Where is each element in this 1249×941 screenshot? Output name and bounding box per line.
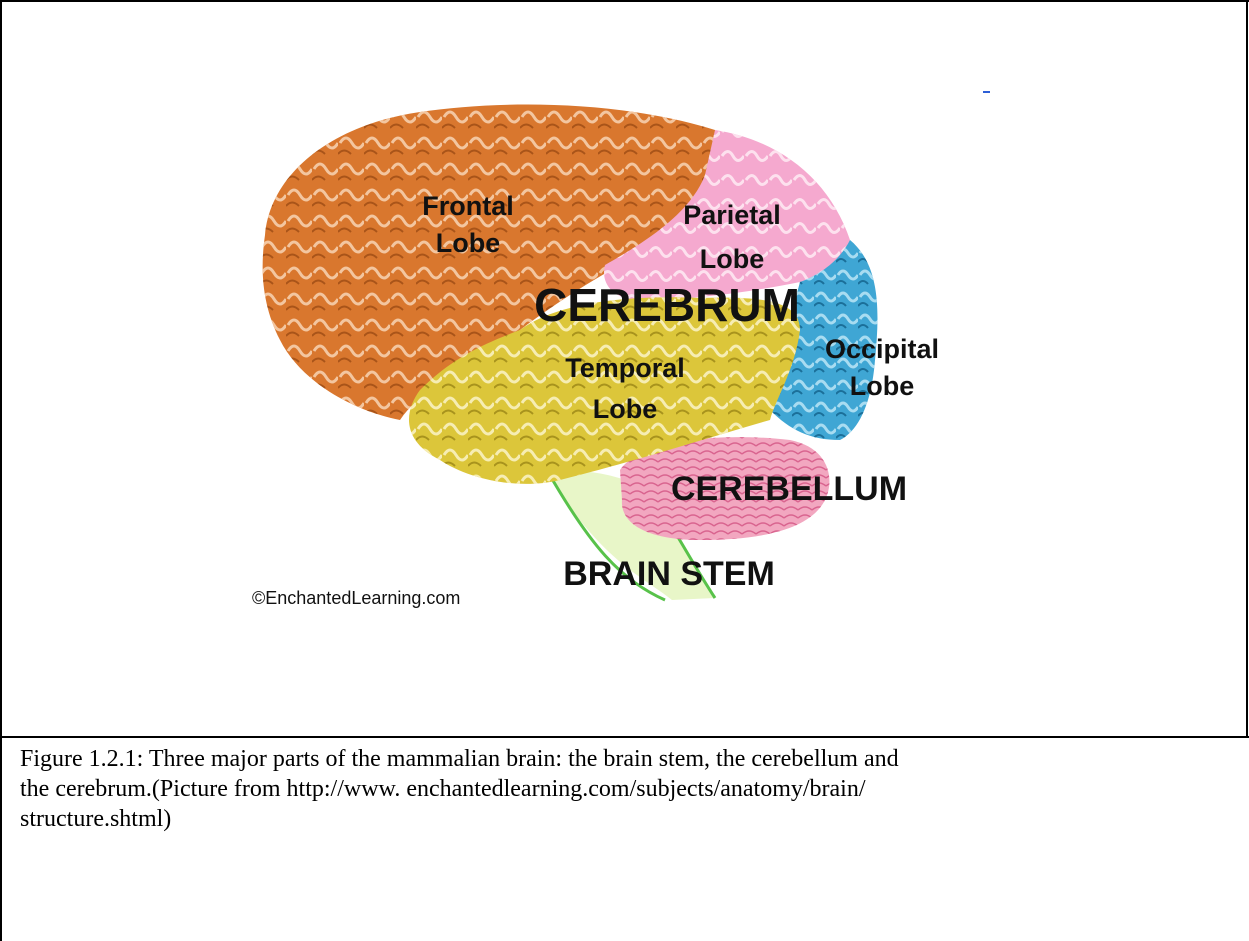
- figure-area: Frontal Lobe Parietal Lobe CEREBRUM Occi…: [0, 0, 1249, 738]
- caption-line-1: Figure 1.2.1: Three major parts of the m…: [20, 744, 1220, 774]
- copyright-label: ©EnchantedLearning.com: [252, 588, 460, 608]
- parietal-label-line1: Parietal: [683, 200, 781, 230]
- occipital-label-line1: Occipital: [825, 334, 939, 364]
- occipital-label-line2: Lobe: [850, 371, 915, 401]
- temporal-label-line2: Lobe: [593, 394, 658, 424]
- cerebrum-label: CEREBRUM: [534, 279, 800, 331]
- frontal-label-line1: Frontal: [422, 191, 514, 221]
- cerebellum-label: CEREBELLUM: [671, 470, 907, 508]
- frontal-label-line2: Lobe: [436, 228, 501, 258]
- brain-stem-label: BRAIN STEM: [563, 555, 775, 593]
- figure-caption: Figure 1.2.1: Three major parts of the m…: [20, 744, 1220, 834]
- caption-line-2: the cerebrum.(Picture from http://www. e…: [20, 774, 1220, 804]
- brain-diagram: Frontal Lobe Parietal Lobe CEREBRUM Occi…: [0, 0, 1249, 738]
- temporal-label-line1: Temporal: [565, 353, 685, 383]
- caption-line-3: structure.shtml): [20, 804, 1220, 834]
- parietal-label-line2: Lobe: [700, 244, 765, 274]
